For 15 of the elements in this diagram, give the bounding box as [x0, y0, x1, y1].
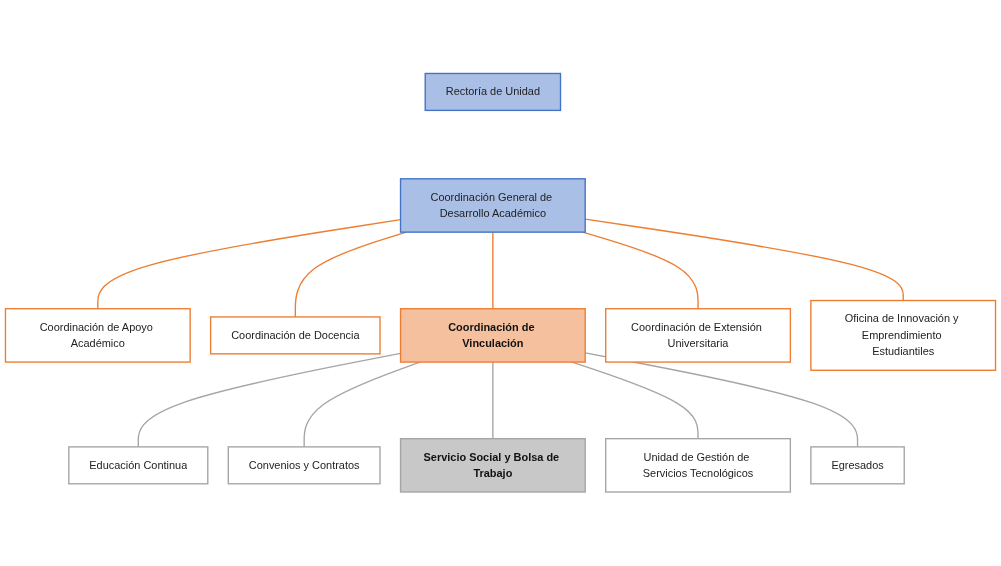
node-box: Coordinación de Apoyo Académico [4, 308, 191, 363]
connector [492, 231, 494, 310]
node-box: Egresados [810, 446, 905, 485]
connector [582, 231, 699, 310]
node-box: Convenios y Contratos [227, 446, 381, 485]
node-box: Oficina de Innovación y Emprendimiento Estudiantiles [810, 300, 997, 372]
node-box: Coordinación de Vinculación [399, 308, 586, 363]
node-box: Servicio Social y Bolsa de Trabajo [399, 438, 586, 493]
node-box: Coordinación General de Desarrollo Académico [399, 178, 586, 234]
connector [492, 361, 494, 440]
node-box: Educación Continua [68, 446, 209, 485]
node-box: Rectoría de Unidad [424, 73, 562, 112]
node-box: Coordinación de Extensión Universitaria [605, 308, 792, 363]
node-box: Coordinación de Docencia [209, 316, 381, 355]
node-box: Unidad de Gestión de Servicios Tecnológicos [605, 438, 792, 493]
